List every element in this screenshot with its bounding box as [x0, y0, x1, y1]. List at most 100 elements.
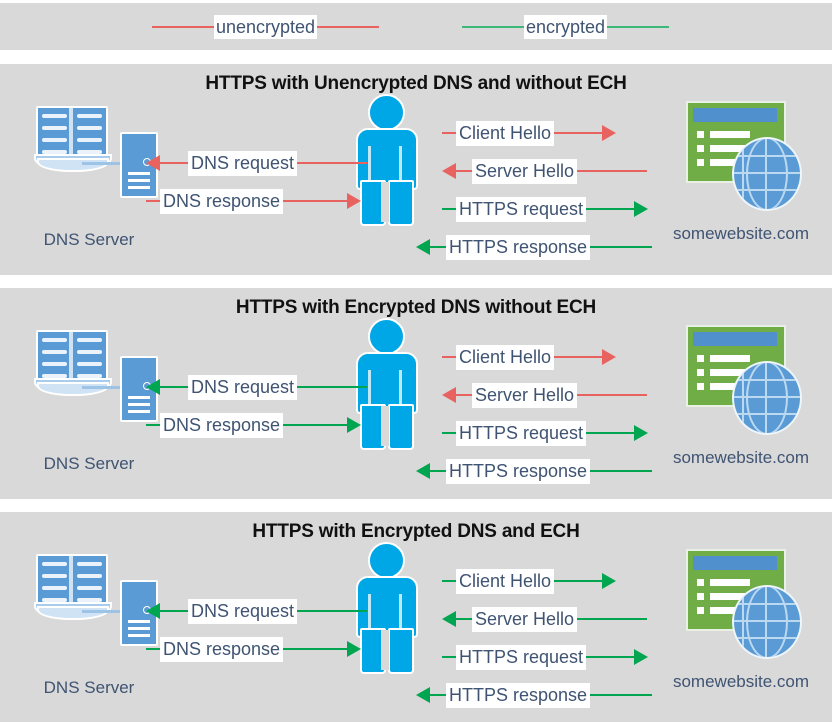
book-text-line [77, 138, 102, 142]
message-line [590, 246, 653, 248]
server-slot-line [128, 186, 150, 189]
browser-list-bar [710, 579, 750, 586]
browser-list-bullet [697, 607, 704, 614]
book-page-right [71, 330, 108, 386]
panel-title: HTTPS with Encrypted DNS and ECH [252, 521, 580, 542]
message-line [442, 356, 456, 358]
arrowhead-right [347, 641, 362, 657]
person-leg-gap [381, 630, 389, 670]
message-label: HTTPS request [456, 644, 587, 670]
book-spine [69, 556, 73, 604]
browser-list-bar [710, 131, 750, 138]
message-line [297, 162, 368, 164]
message-line [160, 610, 188, 612]
server-connection-line [82, 610, 122, 613]
globe-meridian [742, 139, 744, 209]
message-label: DNS response [160, 188, 284, 214]
message-line [586, 656, 635, 658]
person-torso [356, 576, 418, 638]
person-arm-left [368, 594, 371, 634]
book-page-left [36, 106, 73, 162]
person-arm-right [399, 370, 402, 410]
message-https-request: HTTPS request [442, 196, 649, 222]
browser-list-bar [710, 159, 750, 166]
book-text-line [77, 126, 102, 130]
website-icon [680, 101, 808, 211]
person-torso [356, 128, 418, 190]
panel-title: HTTPS with Unencrypted DNS and without E… [205, 73, 627, 94]
dns-server-icon [24, 328, 164, 438]
globe-icon [732, 585, 802, 659]
globe-meridian [742, 587, 744, 657]
book-text-line [77, 586, 102, 590]
book-text-line [42, 338, 67, 342]
globe-oval [746, 587, 788, 657]
book-text-line [77, 150, 102, 154]
message-server-hello: Server Hello [442, 382, 648, 408]
book-icon [34, 552, 112, 620]
message-https-request: HTTPS request [442, 420, 649, 446]
person-icon [352, 318, 418, 450]
book-text-line [42, 586, 67, 590]
arrowhead-right [347, 193, 362, 209]
message-label: Client Hello [456, 120, 555, 146]
message-dns-request: DNS request [146, 374, 368, 400]
legend-band: unencrypted encrypted [0, 3, 832, 50]
message-line [577, 394, 648, 396]
person-torso [356, 352, 418, 414]
browser-list-bullet [697, 383, 704, 390]
message-line [283, 648, 348, 650]
panel-unencrypted-dns: HTTPS with Unencrypted DNS and without E… [0, 64, 832, 275]
globe-icon [732, 361, 802, 435]
message-label: Server Hello [472, 158, 578, 184]
message-line [456, 170, 472, 172]
dns-server-label: DNS Server [43, 454, 135, 473]
arrowhead-left [442, 163, 456, 179]
message-line [577, 170, 648, 172]
message-label: HTTPS response [446, 458, 591, 484]
message-https-request: HTTPS request [442, 644, 649, 670]
message-line [442, 132, 456, 134]
book-text-line [77, 374, 102, 378]
server-slot-line [128, 620, 150, 623]
legend-label-encrypted: encrypted [524, 14, 608, 39]
message-line [297, 610, 368, 612]
browser-list-bullet [697, 355, 704, 362]
browser-list-bullet [697, 131, 704, 138]
book-pages-bottom-2 [37, 606, 109, 620]
person-leg-gap [381, 182, 389, 222]
server-slot-line [128, 403, 150, 406]
person-leg-right [388, 628, 414, 674]
legend-line-unencrypted [152, 25, 214, 28]
message-dns-response: DNS response [146, 412, 362, 438]
book-text-line [77, 562, 102, 566]
legend-line-encrypted [462, 25, 524, 28]
book-text-line [42, 362, 67, 366]
message-dns-request: DNS request [146, 150, 368, 176]
globe-oval [746, 139, 788, 209]
browser-list-bullet [697, 159, 704, 166]
book-text-line [42, 374, 67, 378]
message-label: DNS response [160, 412, 284, 438]
website-label: somewebsite.com [672, 448, 810, 467]
legend-item-encrypted: encrypted [462, 14, 670, 40]
message-line [590, 470, 653, 472]
book-text-line [77, 574, 102, 578]
browser-titlebar [693, 108, 777, 122]
message-line [577, 618, 648, 620]
message-line [586, 208, 635, 210]
person-leg-gap [381, 406, 389, 446]
person-head [368, 318, 405, 355]
person-icon [352, 542, 418, 674]
book-text-line [77, 362, 102, 366]
globe-oval [746, 363, 788, 433]
message-line [283, 200, 348, 202]
book-text-line [42, 598, 67, 602]
message-label: DNS response [160, 636, 284, 662]
arrowhead-left [146, 379, 160, 395]
message-label: DNS request [188, 150, 298, 176]
message-line [456, 394, 472, 396]
